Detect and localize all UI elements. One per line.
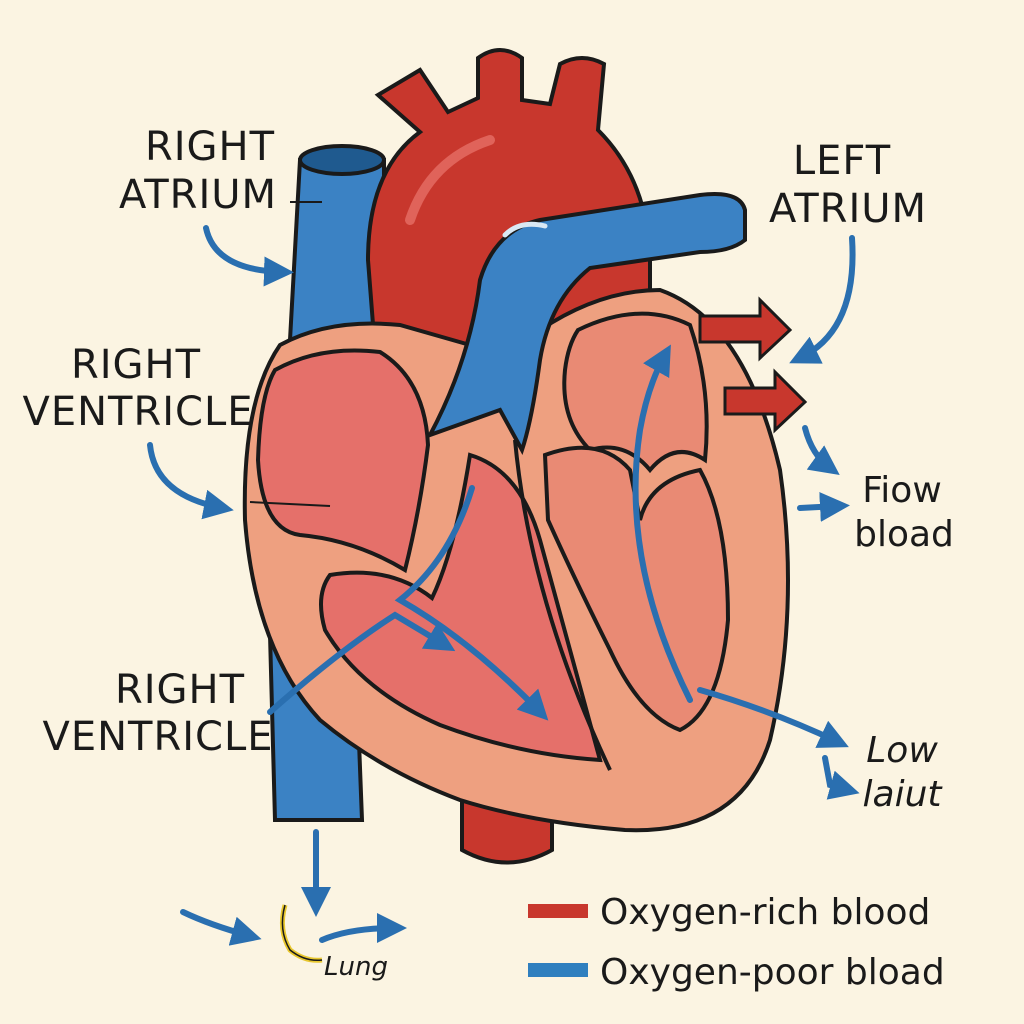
arrow-lung-in	[180, 909, 262, 946]
arrow-low-small	[822, 755, 860, 800]
arrow-left-atrium	[789, 235, 856, 364]
arrow-lung-out	[319, 913, 407, 944]
pulmonary-vein-arrows	[698, 296, 808, 434]
label-left-atrium-line1: LEFT	[793, 138, 891, 184]
legend-oxygen-rich: Oxygen-rich blood	[600, 892, 930, 933]
label-flow-blood-line2: bload	[854, 514, 954, 555]
label-right-ventricle-lower-line2: VENTRICLE	[42, 714, 273, 760]
septum	[513, 439, 612, 771]
leader-line	[249, 501, 331, 507]
legend-swatch-oxygen-rich	[528, 904, 588, 918]
label-right-atrium-line1: RIGHT	[145, 124, 275, 170]
label-left-atrium-line2: ATRIUM	[769, 186, 927, 232]
arrow-flow-blood	[797, 491, 850, 522]
left-ventricle-chamber	[542, 445, 731, 733]
arrow-side-upper	[802, 425, 840, 476]
arrow-right-ventricle	[147, 442, 234, 520]
label-right-atrium-line2: ATRIUM	[119, 172, 277, 218]
label-right-ventricle-lower-line1: RIGHT	[115, 667, 245, 713]
arrow-right-ventricle-lower	[267, 611, 456, 715]
label-lung: Lung	[324, 952, 388, 982]
label-low-line2: laiut	[863, 774, 944, 815]
right-atrium-chamber	[255, 348, 431, 574]
label-right-ventricle-upper-line2: VENTRICLE	[22, 389, 253, 435]
lung-squiggle-outline	[281, 904, 323, 962]
legend-oxygen-poor: Oxygen-poor bload	[600, 952, 945, 993]
flow-arrows	[147, 225, 860, 946]
legend: Oxygen-rich blood Oxygen-poor bload	[528, 892, 945, 993]
label-low-line1: Low	[866, 730, 938, 771]
arrow-ventricle-flow	[394, 485, 549, 721]
arrow-low	[697, 687, 849, 748]
arrow-right-atrium	[203, 225, 294, 287]
label-right-ventricle-upper-line1: RIGHT	[71, 342, 201, 388]
left-atrium-chamber	[562, 311, 709, 474]
pulmonary-artery	[425, 192, 747, 455]
label-flow-blood-line1: Fiow	[862, 470, 942, 511]
legend-swatch-oxygen-poor	[528, 963, 588, 977]
arrow-left-ventricle-up	[632, 344, 693, 703]
